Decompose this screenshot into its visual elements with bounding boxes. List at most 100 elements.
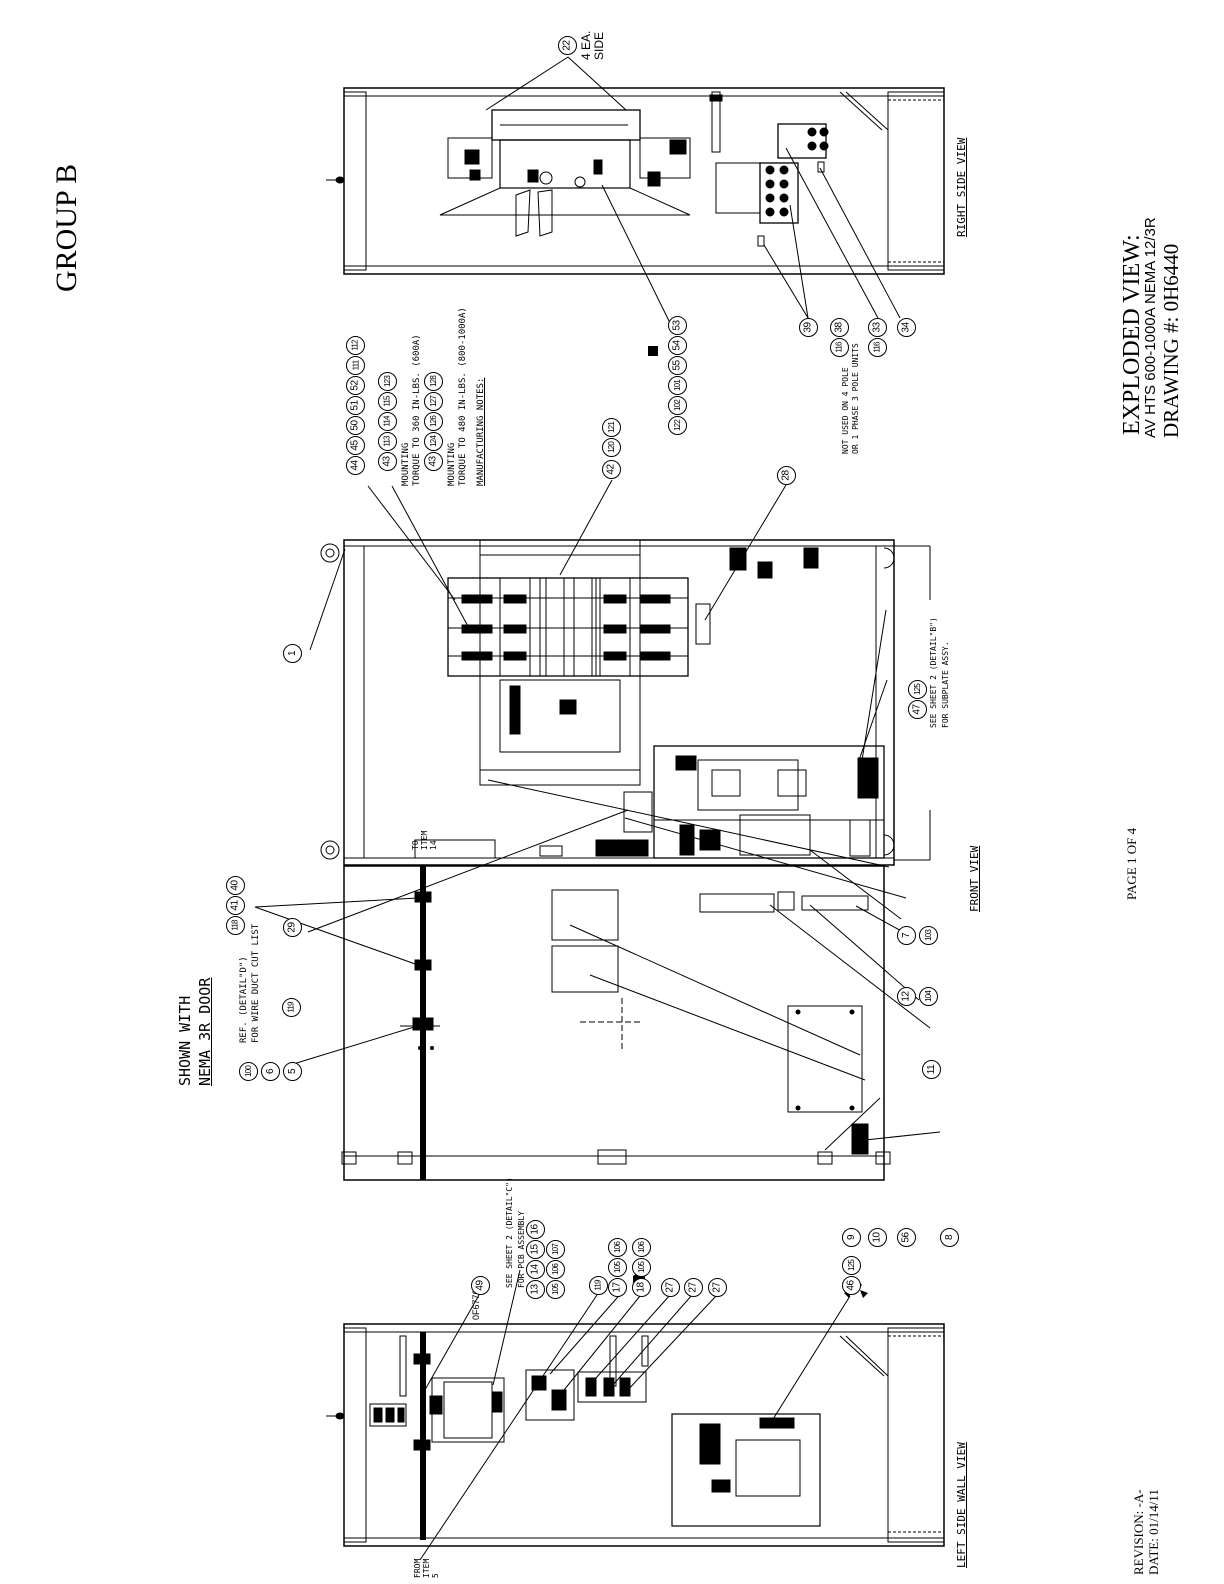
from-item-5-c: 5: [431, 1573, 440, 1578]
balloon-125-a: 125: [908, 680, 927, 699]
balloon-33: 33: [868, 318, 887, 337]
balloon-104: 104: [919, 987, 938, 1006]
balloon-123: 123: [378, 372, 397, 391]
page-number: PAGE 1 OF 4: [1124, 827, 1139, 900]
balloon-118: 118: [226, 916, 245, 935]
balloon-119-b: 119: [589, 1276, 608, 1295]
drawing-title-line1: EXPLODED VIEW:: [1119, 234, 1145, 435]
balloon-42: 42: [602, 460, 621, 479]
subplate-note-line2: FOR SUBPLATE ASSY.: [941, 641, 950, 728]
balloon-6: 6: [261, 1062, 280, 1081]
balloon-125-b: 125: [842, 1256, 861, 1275]
balloon-121: 121: [602, 418, 621, 437]
balloon-11: 11: [922, 1060, 941, 1079]
balloon-106-c: 106: [632, 1238, 651, 1257]
balloon-8: 8: [940, 1228, 959, 1247]
right-side-view-label: RIGHT SIDE VIEW: [955, 137, 968, 237]
balloon-39: 39: [799, 318, 818, 337]
balloon-17: 17: [608, 1278, 627, 1297]
balloon-27-c: 27: [708, 1278, 727, 1297]
balloon-14: 14: [526, 1260, 545, 1279]
shown-with-note: SHOWN WITH: [176, 995, 194, 1086]
detail-d-ref-line1: REF. (DETAIL"D"): [239, 956, 249, 1043]
to-item-14-b: ITEM: [420, 830, 429, 850]
mounting-1000-line1: MOUNTING: [447, 442, 457, 486]
balloon-29: 29: [283, 918, 302, 937]
four-each-note-line2: SIDE: [592, 31, 606, 60]
right-side-view-linework: [326, 87, 945, 275]
balloon-105-c: 105: [632, 1258, 651, 1277]
four-each-note-line1: 4 EA.: [579, 30, 593, 60]
front-view-linework: [320, 539, 931, 866]
to-item-14-a: TO: [411, 840, 420, 850]
mounting-600-line2: TORQUE TO 360 IN-LBS. (600A): [412, 334, 422, 486]
balloon-45: 45: [346, 436, 365, 455]
balloon-22: 22: [558, 36, 577, 55]
balloon-12: 12: [897, 987, 916, 1006]
balloon-40: 40: [226, 876, 245, 895]
balloon-18: 18: [632, 1278, 651, 1297]
balloon-111: 111: [346, 356, 365, 375]
balloon-7: 7: [897, 926, 916, 945]
balloon-105-a: 105: [546, 1280, 565, 1299]
balloon-41: 41: [226, 896, 245, 915]
balloon-101: 101: [668, 376, 687, 395]
balloon-49: 49: [471, 1276, 490, 1295]
balloon-116-a: 116: [830, 338, 849, 357]
balloon-102: 102: [668, 396, 687, 415]
balloon-47: 47: [908, 700, 927, 719]
door-linework: [341, 865, 891, 1181]
pcb-note-line2: FOR PCB ASSEMBLY: [517, 1210, 526, 1288]
balloon-128: 128: [424, 372, 443, 391]
balloon-13: 13: [526, 1280, 545, 1299]
balloon-113: 113: [378, 432, 397, 451]
balloon-106-b: 106: [608, 1238, 627, 1257]
balloon-27-b: 27: [684, 1278, 703, 1297]
balloon-112: 112: [346, 336, 365, 355]
left-side-wall-view-label: LEFT SIDE WALL VIEW: [955, 1442, 968, 1568]
balloon-27-a: 27: [661, 1278, 680, 1297]
from-item-5-a: FROM: [413, 1558, 422, 1578]
balloon-44: 44: [346, 456, 365, 475]
front-view-label: FRONT VIEW: [968, 845, 981, 912]
left-side-wall-view-linework: [326, 1323, 945, 1547]
balloon-28: 28: [777, 466, 796, 485]
nema-3r-door-note: NEMA 3R DOOR: [196, 977, 214, 1086]
balloon-127: 127: [424, 392, 443, 411]
balloon-51: 51: [346, 396, 365, 415]
date-label: DATE: 01/14/11: [1146, 1489, 1161, 1575]
square-symbol-icon: [648, 346, 658, 356]
balloon-100: 100: [239, 1062, 258, 1081]
subplate-note-line1: SEE SHEET 2 (DETAIL"B"): [929, 617, 938, 728]
balloon-5: 5: [283, 1062, 302, 1081]
balloon-10: 10: [868, 1228, 887, 1247]
balloon-119-a: 119: [282, 998, 301, 1017]
balloon-50: 50: [346, 416, 365, 435]
balloon-53: 53: [668, 316, 687, 335]
balloon-54: 54: [668, 336, 687, 355]
balloon-105-b: 105: [608, 1258, 627, 1277]
balloon-52: 52: [346, 376, 365, 395]
revision-label: REVISION: -A-: [1131, 1489, 1146, 1575]
not-used-note-line2: OR 1 PHASE 3 POLE UNITS: [851, 343, 860, 454]
balloon-120: 120: [602, 438, 621, 457]
balloon-43-b: 43: [424, 452, 443, 471]
balloon-103: 103: [919, 926, 938, 945]
balloon-1: 1: [283, 644, 302, 663]
not-used-note-line1: NOT USED ON 4 POLE: [841, 367, 850, 454]
balloon-107: 107: [546, 1240, 565, 1259]
balloon-9: 9: [842, 1228, 861, 1247]
drawing-title-line2: AV HTS 600-1000A NEMA 12/3R: [1142, 217, 1159, 438]
balloon-114: 114: [378, 412, 397, 431]
balloon-43-a: 43: [378, 452, 397, 471]
to-item-14-c: 14: [429, 840, 438, 850]
mounting-600-line1: MOUNTING: [401, 442, 411, 486]
from-item-5-b: ITEM: [422, 1558, 431, 1578]
balloon-34: 34: [897, 318, 916, 337]
group-title: GROUP B: [50, 163, 83, 292]
drawing-number: DRAWING #: 0H6440: [1159, 243, 1183, 438]
balloon-16: 16: [526, 1220, 545, 1239]
balloon-15: 15: [526, 1240, 545, 1259]
balloon-38: 38: [830, 318, 849, 337]
